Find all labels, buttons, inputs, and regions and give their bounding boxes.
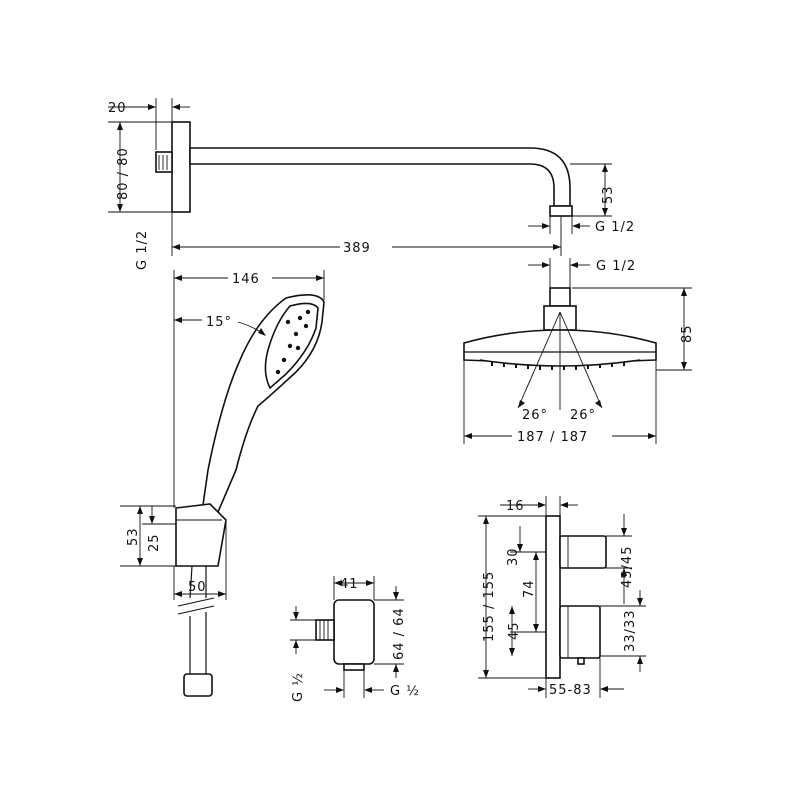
label-thermostat-height: 155 / 155	[482, 571, 497, 642]
dim-upper-knob: 45/45	[606, 514, 635, 604]
label-angle-right: 26°	[570, 408, 596, 423]
label-upper-knob: 45/45	[620, 546, 635, 588]
dim-hand-length: 146	[173, 270, 325, 508]
dim-thermostat-spacing: 74	[510, 552, 546, 633]
wall-thread-stub	[155, 151, 173, 173]
label-flange-depth: 20	[108, 101, 127, 116]
dim-hand-tilt: 15°	[174, 315, 266, 336]
label-hand-tilt: 15°	[206, 315, 232, 330]
label-holder-height: 53	[126, 527, 141, 546]
arm-tube	[189, 147, 571, 207]
label-head-height: 85	[680, 324, 695, 343]
label-holder-depth: 50	[188, 580, 207, 595]
dim-head-height: 85	[572, 287, 695, 371]
thermostat	[545, 515, 607, 679]
label-thermostat-spacing: 74	[522, 579, 537, 598]
thermostat-lower-knob	[559, 605, 601, 659]
thermostat-stop	[577, 657, 585, 665]
wall-outlet-connector	[315, 619, 335, 641]
label-arm-thread: G 1/2	[595, 220, 635, 235]
dim-thermostat-depth: 16	[500, 496, 578, 516]
head-shower	[463, 287, 657, 410]
thermostat-upper-knob	[559, 535, 607, 569]
head-connector	[549, 287, 571, 307]
label-outlet-thread-bottom: G ½	[390, 684, 420, 699]
label-holder-offset: 25	[147, 533, 162, 552]
dim-flange-depth: 20	[108, 98, 190, 150]
dim-outlet-thread-bottom: G ½	[324, 670, 420, 699]
wall-outlet-body	[333, 599, 375, 665]
dim-lower-knob: 33/33	[600, 590, 646, 672]
thermostat-plate	[545, 515, 561, 679]
dim-thermostat-height: 155 / 155	[478, 515, 546, 679]
label-arm-drop: 53	[601, 185, 616, 204]
label-outlet-width: 41	[340, 577, 359, 592]
label-outlet-size: 64 / 64	[392, 607, 407, 660]
hand-shower	[175, 294, 325, 697]
label-head-diameter: 187 / 187	[517, 430, 588, 445]
arm-outlet-thread	[549, 205, 573, 217]
shower-arm	[155, 121, 573, 217]
dim-outlet-thread-left: G ½	[290, 606, 316, 702]
dim-outlet-width: 41	[333, 576, 375, 600]
dim-arm-thread: G 1/2	[528, 216, 635, 235]
dim-thermostat-bottom: 45	[507, 606, 522, 656]
label-flange-size: 80 / 80	[116, 147, 131, 200]
dim-head-thread: G 1/2	[528, 258, 636, 288]
label-arm-length: 389	[343, 241, 371, 256]
dim-arm-drop: 53	[570, 163, 616, 217]
label-outlet-thread-left: G ½	[291, 672, 306, 702]
label-hand-length: 146	[232, 272, 260, 287]
dim-holder-depth: 50	[173, 520, 227, 600]
wall-flange	[171, 121, 191, 213]
dim-arm-length: 389	[171, 212, 562, 256]
label-angle-left: 26°	[522, 408, 548, 423]
dim-holder-height: 53 25	[120, 505, 176, 567]
dim-thermostat-projection: 55-83	[528, 658, 624, 698]
hose-connector	[183, 673, 213, 697]
label-thermostat-bottom: 45	[507, 621, 522, 640]
label-head-thread: G 1/2	[596, 259, 636, 274]
dim-flange-size: 80 / 80	[108, 121, 172, 213]
label-wall-thread: G 1/2	[135, 230, 150, 270]
wall-outlet	[315, 599, 375, 671]
dim-head-diameter: 187 / 187	[463, 360, 657, 445]
label-lower-knob: 33/33	[623, 610, 638, 652]
label-thermostat-depth: 16	[506, 499, 525, 514]
hand-shower-holder	[175, 503, 227, 567]
dim-thermostat-top: 30	[506, 526, 546, 566]
dim-outlet-size: 64 / 64	[374, 586, 407, 678]
label-thermostat-projection: 55-83	[549, 683, 592, 698]
label-thermostat-top: 30	[506, 547, 521, 566]
wall-outlet-thread	[343, 663, 365, 671]
